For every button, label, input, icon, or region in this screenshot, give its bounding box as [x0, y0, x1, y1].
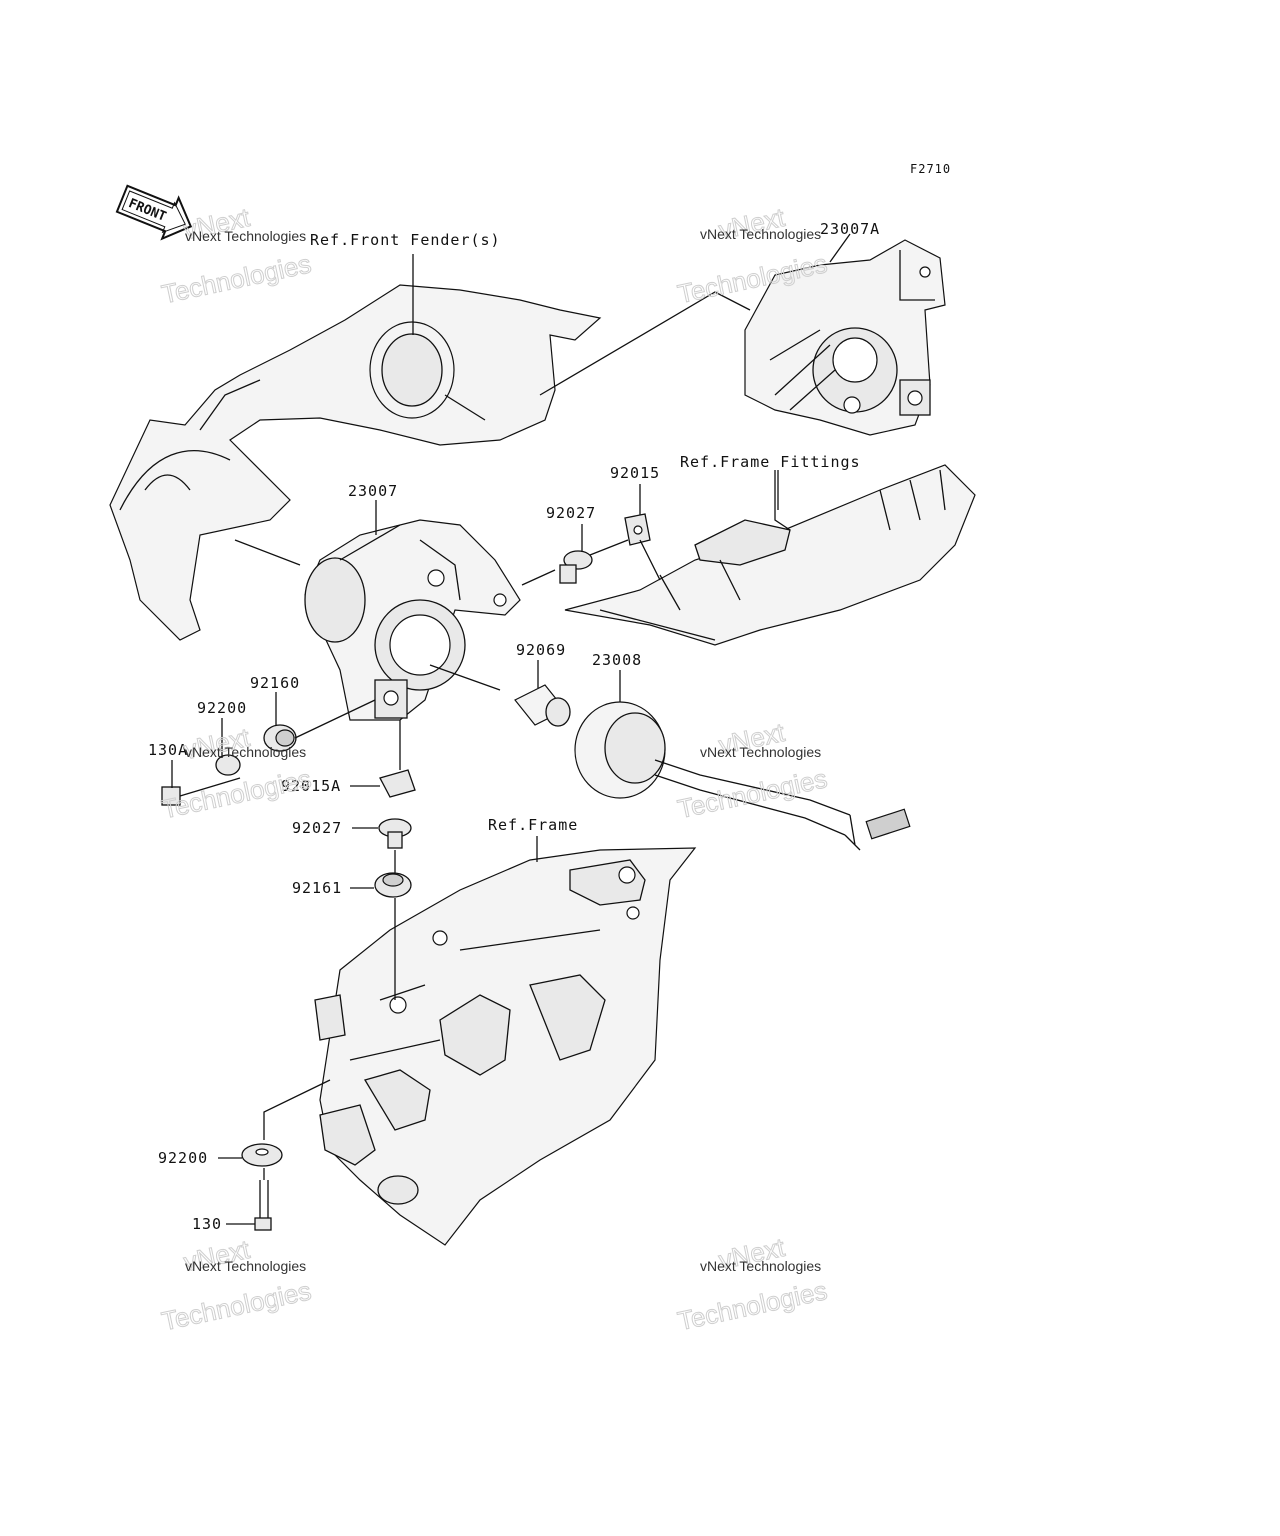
- front-fender-drawing: [109, 284, 602, 641]
- part-label-23007a: 23007A: [820, 220, 880, 238]
- ref-front-fender-label: Ref.Front Fender(s): [310, 231, 501, 249]
- watermark-text: vNext Technologies: [700, 226, 821, 242]
- part-label-23008: 23008: [592, 651, 642, 669]
- watermark-bottom-left: vNext vNext Technologies Technologies: [159, 1233, 315, 1336]
- watermark-text: vNext Technologies: [185, 744, 306, 760]
- headlight-23007-drawing: [304, 519, 521, 721]
- bolt-130a-drawing: [161, 777, 241, 806]
- part-label-92200-top: 92200: [197, 699, 247, 717]
- part-label-92200-bottom: 92200: [158, 1149, 208, 1167]
- part-label-130: 130: [192, 1215, 222, 1233]
- part-label-92027-mid: 92027: [292, 819, 342, 837]
- part-label-92015a: 92015A: [281, 777, 341, 795]
- watermark-outline-text: Technologies: [159, 248, 314, 309]
- part-label-23007: 23007: [348, 482, 398, 500]
- grommet-92160-drawing: [263, 724, 297, 752]
- watermark-top-left: vNext vNext Technologies Technologies: [159, 201, 315, 309]
- watermark-bottom-right: vNext vNext Technologies Technologies: [675, 1231, 831, 1336]
- frame-fittings-drawing: [564, 464, 976, 646]
- front-arrow-icon: FRONT: [115, 184, 193, 241]
- watermark-outline-text: Technologies: [159, 1275, 314, 1336]
- part-label-92069: 92069: [516, 641, 566, 659]
- sheet-id: F2710: [910, 162, 951, 176]
- headlight-assembly-23007a-drawing: [744, 239, 946, 436]
- leader-lines: [171, 233, 851, 1225]
- watermark-text: vNext Technologies: [700, 1258, 821, 1274]
- part-label-130a: 130A: [148, 741, 188, 759]
- clip-92015a-drawing: [379, 769, 416, 798]
- part-label-92027-top: 92027: [546, 504, 596, 522]
- watermark-outline-text: Technologies: [675, 1275, 830, 1336]
- part-label-92160: 92160: [250, 674, 300, 692]
- clip-92015-drawing: [624, 513, 651, 546]
- bulb-92069-drawing: [514, 684, 571, 727]
- watermark-text: vNext Technologies: [185, 1258, 306, 1274]
- socket-23008-drawing: [574, 701, 911, 851]
- grommet-92027-mid-drawing: [378, 818, 412, 849]
- grommet-92027-top-drawing: [559, 550, 593, 584]
- grommet-92161-drawing: [374, 872, 412, 898]
- part-label-92161: 92161: [292, 879, 342, 897]
- ref-frame-fittings-label: Ref.Frame Fittings: [680, 453, 861, 471]
- frame-drawing: [314, 847, 697, 1246]
- watermark-mid-right: vNext vNext Technologies Technologies: [675, 716, 831, 824]
- part-label-92015: 92015: [610, 464, 660, 482]
- watermark-text: vNext Technologies: [700, 744, 821, 760]
- bolt-130-drawing: [254, 1180, 272, 1231]
- watermark-text: vNext Technologies: [185, 228, 306, 244]
- collar-92200-top-drawing: [215, 754, 241, 776]
- watermark-outline-text: Technologies: [675, 763, 830, 824]
- ref-frame-label: Ref.Frame: [488, 816, 578, 834]
- collar-92200-bottom-drawing: [241, 1143, 283, 1167]
